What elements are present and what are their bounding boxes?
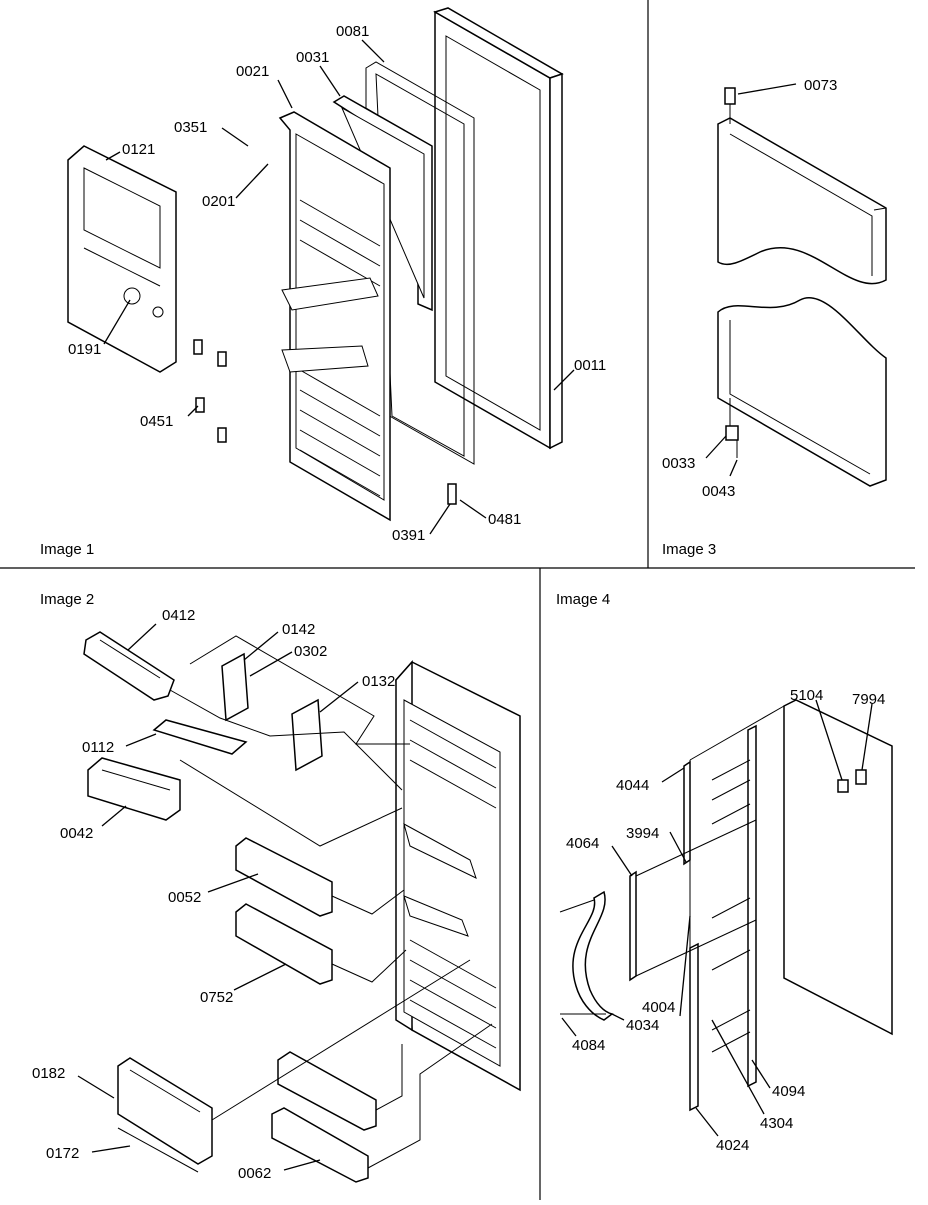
dispenser-housing: [67, 145, 177, 373]
dispenser-tray: [152, 719, 248, 755]
storage-bin: [87, 757, 181, 821]
callout-label: 0172: [46, 1145, 79, 1162]
panel-title: Image 1: [40, 541, 94, 558]
trim-strip-4064: [629, 870, 637, 982]
fresh-food-door: [395, 660, 521, 1092]
liner-shelf-middle: [281, 345, 369, 373]
callout-label: 4044: [616, 777, 649, 794]
inner-door-liner: [278, 111, 391, 522]
dairy-compartment: [83, 631, 175, 701]
bottom-hinge: [725, 425, 739, 441]
callout-label: 0412: [162, 607, 195, 624]
callout-label: 0351: [174, 119, 207, 136]
callout-label: 3994: [626, 825, 659, 842]
hinge-clip: [193, 339, 203, 355]
bracket-7994: [855, 769, 867, 785]
trim-strip-4044: [683, 760, 691, 866]
callout-label: 0011: [574, 357, 606, 374]
callout-label: 0052: [168, 889, 201, 906]
dispenser-cover: [117, 1057, 213, 1173]
panel-image-2: 0412 0142 0302 0132 0112 0042 0052 0752 …: [32, 591, 521, 1183]
callout-label: 0121: [122, 141, 155, 158]
trim-strip-4024: [689, 942, 699, 1112]
hinge-clip: [195, 397, 205, 413]
door-upper-section: [717, 117, 887, 285]
liner-shelf-upper: [281, 277, 379, 311]
door-bin: [271, 1107, 369, 1183]
panel-title: Image 3: [662, 541, 716, 558]
door-shelf-lower: [403, 895, 469, 937]
callout-label: 4084: [572, 1037, 605, 1054]
callout-label: 7994: [852, 691, 885, 708]
hinge-clip: [217, 351, 227, 367]
outer-door-panel: [433, 7, 564, 450]
callout-label: 4304: [760, 1115, 793, 1132]
door-lower-section: [717, 297, 887, 487]
callout-label: 4024: [716, 1137, 749, 1154]
callout-label: 0132: [362, 673, 395, 690]
callout-label: 0191: [68, 341, 101, 358]
callout-label: 0752: [200, 989, 233, 1006]
door-bin: [277, 1051, 377, 1131]
callout-label: 0042: [60, 825, 93, 842]
hinge-bracket: [291, 698, 323, 772]
callout-label: 0081: [336, 23, 369, 40]
callout-label: 0021: [236, 63, 269, 80]
callout-label: 0481: [488, 511, 521, 528]
callout-label: 0201: [202, 193, 235, 210]
panel-image-3: 0073 0033 0043 Image 3: [662, 77, 887, 558]
callout-label: 0112: [82, 739, 114, 756]
panel-image-1: 0081 0021 0031 0351 0121 0201 0191 0011 …: [40, 7, 606, 558]
callout-label: 4034: [626, 1017, 659, 1034]
callout-label: 0451: [140, 413, 173, 430]
bracket-5104: [837, 779, 849, 793]
callout-label: 0142: [282, 621, 315, 638]
callout-label: 4064: [566, 835, 599, 852]
cabinet-side: [689, 699, 893, 1100]
callout-label: 0043: [702, 483, 735, 500]
callout-label: 0182: [32, 1065, 65, 1082]
panel-title: Image 2: [40, 591, 94, 608]
callout-label: 5104: [790, 687, 823, 704]
door-shelf-upper: [403, 822, 477, 879]
callout-label: 0073: [804, 77, 837, 94]
hinge-pin: [447, 483, 457, 505]
hinge-plate: [221, 652, 249, 722]
panel-title: Image 4: [556, 591, 610, 608]
callout-label: 0033: [662, 455, 695, 472]
callout-label: 4004: [642, 999, 675, 1016]
callout-label: 0031: [296, 49, 329, 66]
callout-label: 0062: [238, 1165, 271, 1182]
callout-label: 0302: [294, 643, 327, 660]
panel-image-4: 5104 7994 4044 3994 4064 4004 4034 4084 …: [556, 591, 893, 1154]
callout-label: 0391: [392, 527, 425, 544]
trim-strip-4094: [747, 724, 757, 1088]
door-bin: [235, 837, 333, 917]
door-handle: [572, 890, 614, 1021]
hinge-clip: [217, 427, 227, 443]
callout-label: 4094: [772, 1083, 805, 1100]
door-bin: [235, 903, 333, 985]
top-hinge-pin: [724, 87, 736, 105]
